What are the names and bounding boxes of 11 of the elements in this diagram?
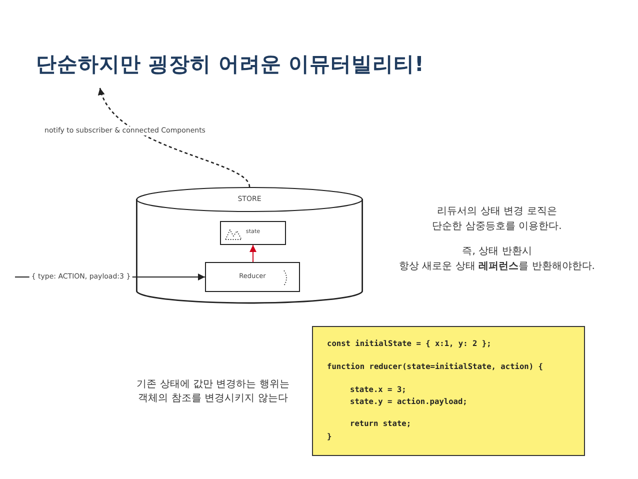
note-text: 기존 상태에 값만 변경하는 행위는 객체의 참조를 변경시키지 않는다: [136, 378, 290, 406]
process-box: [220, 221, 286, 245]
arrow: [250, 244, 256, 262]
title: 단순하지만 굉장히 어려운 이뮤터빌리티!: [36, 51, 424, 78]
code-box: [312, 326, 585, 456]
database-cylinder: [136, 187, 363, 304]
note-text: 즉, 상태 반환시: [462, 245, 532, 259]
note-text: 리듀서의 상태 변경 로직은 단순한 삼중등호를 이용한다.: [431, 205, 563, 234]
note-text: 항상 새로운 상태 레퍼런스를 반환해야한다.: [399, 260, 595, 274]
dashed-arrow: [99, 88, 250, 188]
process-box: [205, 262, 300, 292]
